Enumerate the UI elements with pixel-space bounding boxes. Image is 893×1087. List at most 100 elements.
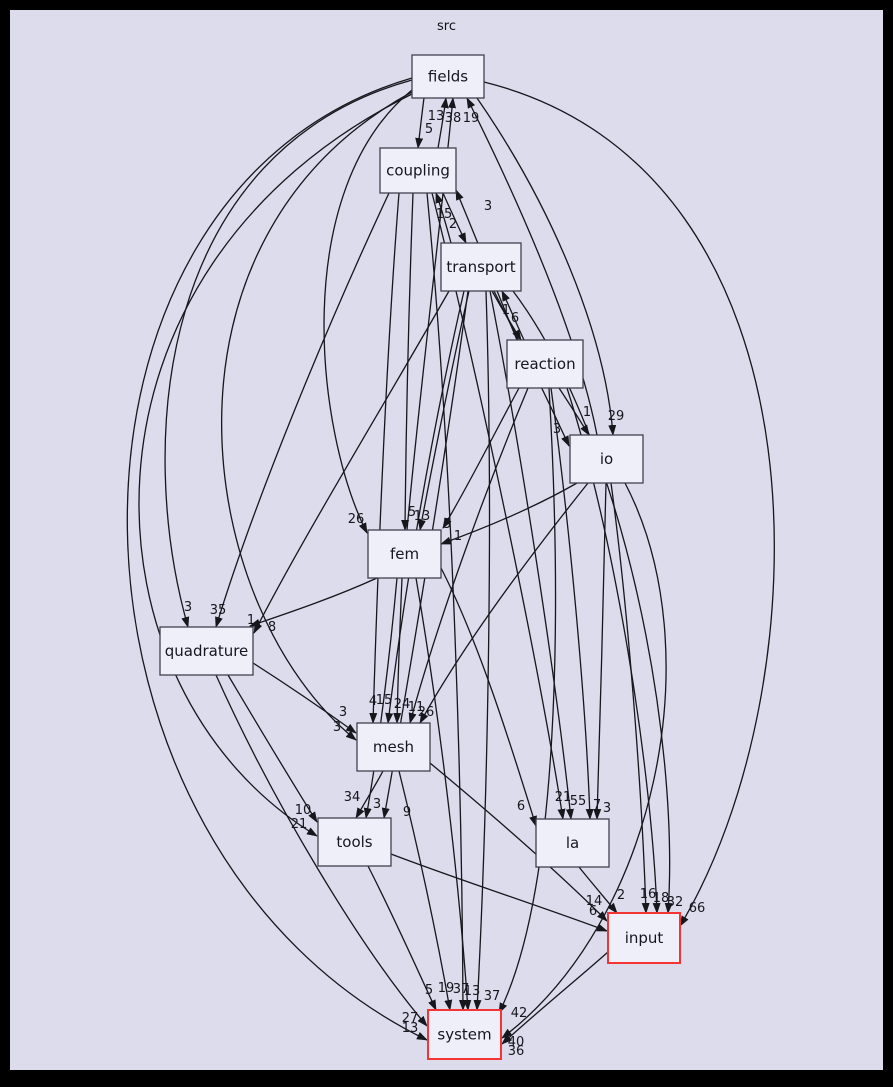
edge-fields-fem xyxy=(323,89,413,534)
edge-tools-input xyxy=(390,853,608,932)
edge-label-coupling-la: 21 xyxy=(555,790,572,805)
edge-label-reaction-fem: 3 xyxy=(443,517,451,532)
edge-label-fields-coupling: 5 xyxy=(425,122,433,137)
edge-label-fields-mesh: 3 xyxy=(333,720,341,735)
edge-label-transport-system: 37 xyxy=(484,989,501,1004)
edge-io-input xyxy=(610,482,650,914)
edge-mesh-system xyxy=(398,770,453,1011)
node-fields[interactable] xyxy=(411,54,485,99)
edge-label-fem-quadrature: 1 xyxy=(247,613,255,628)
edge-fem-fields xyxy=(406,97,457,531)
edge-label-io-mesh: 26 xyxy=(418,705,435,720)
edge-label-transport-input: 32 xyxy=(667,895,684,910)
node-fem[interactable] xyxy=(367,529,442,579)
edge-io-system xyxy=(501,482,667,1039)
edge-transport-quadrature xyxy=(253,290,450,634)
edge-label-io-fields: 19 xyxy=(463,111,480,126)
node-io[interactable] xyxy=(569,434,644,484)
edge-fem-la xyxy=(440,567,537,827)
edge-label-tools-system: 5 xyxy=(425,983,433,998)
node-input[interactable] xyxy=(607,912,681,964)
node-mesh[interactable] xyxy=(356,722,431,772)
edge-transport-la xyxy=(489,290,574,820)
edge-input-system xyxy=(501,951,609,1045)
edge-label-fem-la: 6 xyxy=(517,799,525,814)
edge-coupling-fields xyxy=(437,97,449,149)
edge-io-la xyxy=(593,482,607,820)
edge-transport-mesh xyxy=(385,290,465,724)
edge-label-tools-input: 6 xyxy=(589,904,597,919)
edge-transport-fem xyxy=(417,290,470,531)
edge-la-input xyxy=(578,866,618,914)
edge-fem-mesh xyxy=(393,577,403,724)
edge-io-fields xyxy=(466,97,598,436)
edge-label-mesh-tools: 34 xyxy=(344,790,361,805)
edge-tools-system xyxy=(367,865,437,1011)
edge-coupling-quadrature xyxy=(215,192,390,628)
node-reaction[interactable] xyxy=(506,339,584,389)
edge-label-mesh-input: 14 xyxy=(586,894,603,909)
node-quadrature[interactable] xyxy=(159,626,254,676)
edge-label-coupling-transport: 2 xyxy=(449,217,457,232)
edge-reaction-mesh xyxy=(408,387,529,724)
edge-label-reaction-input: 18 xyxy=(653,891,670,906)
edge-label-transport-tools: 9 xyxy=(403,805,411,820)
edge-reaction-la xyxy=(550,387,594,820)
edge-label-reaction-io: 1 xyxy=(583,405,591,420)
edge-coupling-mesh xyxy=(369,192,400,724)
edge-transport-system xyxy=(473,290,491,1011)
edge-label-quadrature-tools: 10 xyxy=(295,803,312,818)
edge-label-fields-system: 13 xyxy=(402,1021,419,1036)
edge-label-coupling-system: 37 xyxy=(453,982,470,997)
edge-label-fem-tools: 3 xyxy=(373,797,381,812)
edge-fields-system xyxy=(126,77,428,1041)
edge-label-fem-mesh: 24 xyxy=(394,697,411,712)
node-la[interactable] xyxy=(535,818,610,868)
edge-label-reaction-la: 7 xyxy=(593,798,601,813)
graph-title: src xyxy=(437,19,456,34)
edge-label-fem-fields: 38 xyxy=(445,111,462,126)
edge-label-io-system: 40 xyxy=(508,1035,525,1050)
node-tools[interactable] xyxy=(317,817,392,867)
edge-transport-coupling xyxy=(435,192,452,244)
edge-fields-mesh xyxy=(220,91,413,741)
edge-label-fem-system: 13 xyxy=(464,984,481,999)
edge-label-quadrature-mesh: 3 xyxy=(339,705,347,720)
edge-fem-tools xyxy=(363,577,398,819)
edge-fields-input xyxy=(483,81,775,927)
edge-label-coupling-mesh: 4 xyxy=(369,694,377,709)
edge-label-coupling-quadrature: 35 xyxy=(210,603,227,618)
edge-label-fields-io: 29 xyxy=(608,409,625,424)
edge-reaction-transport xyxy=(501,290,525,341)
edge-fem-system xyxy=(415,577,472,1011)
edge-coupling-system xyxy=(426,192,467,1011)
edge-label-transport-mesh: 15 xyxy=(376,693,393,708)
edge-label-transport-fem: 13 xyxy=(414,509,431,524)
edge-label-reaction-system: 42 xyxy=(511,1006,528,1021)
edge-label-transport-la: 55 xyxy=(570,794,587,809)
edge-fields-io xyxy=(476,97,617,436)
edge-quadrature-mesh xyxy=(252,662,357,734)
edge-coupling-transport xyxy=(442,192,467,244)
edge-io-fem xyxy=(440,482,578,545)
edge-label-la-input: 2 xyxy=(617,888,625,903)
edge-label-fields-fem: 26 xyxy=(348,512,365,527)
edge-io-mesh xyxy=(419,482,589,724)
edge-label-io-input: 16 xyxy=(640,887,657,902)
node-coupling[interactable] xyxy=(379,147,457,194)
node-transport[interactable] xyxy=(440,242,522,292)
edge-reaction-system xyxy=(498,387,557,1014)
edge-label-reaction-transport: 1 xyxy=(502,303,510,318)
edge-label-io-la: 3 xyxy=(603,801,611,816)
edge-label-io-fem: 1 xyxy=(454,529,462,544)
edge-label-fields-quadrature: 3 xyxy=(184,600,192,615)
edge-fem-quadrature xyxy=(249,577,378,627)
edge-label-transport-quadrature: 8 xyxy=(268,620,276,635)
edge-reaction-fem xyxy=(442,387,520,529)
edge-fields-tools xyxy=(138,93,413,837)
edge-label-mesh-system: 19 xyxy=(438,981,455,996)
edge-label-coupling-fields: 13 xyxy=(428,109,445,124)
node-system[interactable] xyxy=(427,1009,502,1060)
